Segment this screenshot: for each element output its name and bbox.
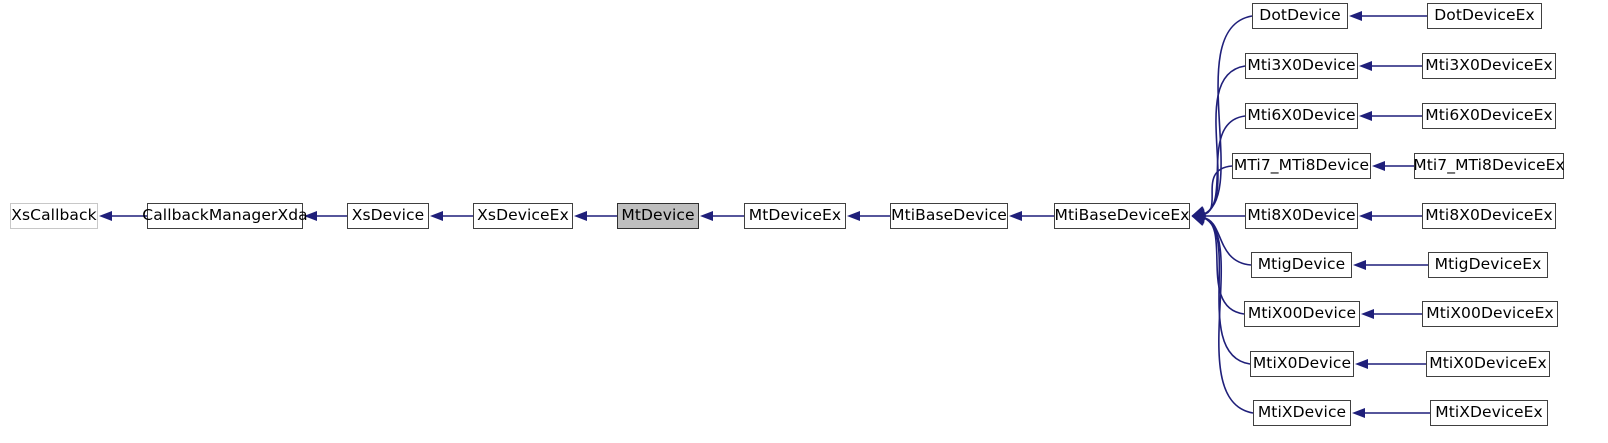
inheritance-edge-mti7_mti8device-to-mtibasedeviceex [1202, 165, 1233, 216]
class-node-mtix00device[interactable]: MtiX00Device [1244, 301, 1360, 327]
class-node-label: Mti3X0DeviceEx [1425, 56, 1553, 75]
class-node-mti3x0deviceex[interactable]: Mti3X0DeviceEx [1422, 53, 1556, 79]
class-node-xscallback[interactable]: XsCallback [10, 203, 98, 229]
class-node-mtixdevice[interactable]: MtiXDevice [1253, 400, 1351, 426]
class-node-mti8x0deviceex[interactable]: Mti8X0DeviceEx [1422, 203, 1556, 229]
inheritance-edge-mtigdevice-to-mtibasedeviceex [1202, 216, 1252, 266]
edge-arrowhead [1372, 161, 1385, 171]
class-node-label: MtiBaseDevice [891, 206, 1007, 225]
class-node-label: DotDeviceEx [1434, 6, 1535, 25]
edge-arrowhead [1192, 208, 1206, 219]
edge-line [1202, 65, 1246, 216]
edge-arrowhead [430, 211, 443, 221]
class-node-xsdeviceex[interactable]: XsDeviceEx [473, 203, 573, 229]
edge-arrowhead [574, 211, 587, 221]
class-node-label: Mti8X0DeviceEx [1425, 206, 1553, 225]
class-node-label: Mti6X0DeviceEx [1425, 106, 1553, 125]
class-node-mti7_mti8device[interactable]: MTi7_MTi8Device [1232, 153, 1371, 179]
class-node-mtibasedevice[interactable]: MtiBaseDevice [890, 203, 1008, 229]
edge-arrowhead [1352, 408, 1365, 418]
class-node-label: MtiX0DeviceEx [1429, 354, 1547, 373]
class-node-mtixdeviceex[interactable]: MtiXDeviceEx [1430, 400, 1548, 426]
edge-arrowhead [304, 211, 317, 221]
edge-line [1202, 216, 1251, 365]
class-node-mti8x0device[interactable]: Mti8X0Device [1245, 203, 1358, 229]
edge-line [1202, 165, 1233, 216]
edge-arrowhead [1009, 211, 1022, 221]
edge-arrowhead [1349, 11, 1362, 21]
edge-arrowhead [1359, 61, 1372, 71]
class-node-dotdeviceex[interactable]: DotDeviceEx [1427, 3, 1542, 29]
class-node-label: DotDevice [1259, 6, 1341, 25]
class-node-mtix0device[interactable]: MtiX0Device [1250, 351, 1354, 377]
class-node-mtigdeviceex[interactable]: MtigDeviceEx [1428, 252, 1548, 278]
class-node-label: Mti3X0Device [1247, 56, 1356, 75]
class-node-xsdevice[interactable]: XsDevice [347, 203, 429, 229]
class-node-label: Mti8X0Device [1247, 206, 1356, 225]
class-node-label: Mti7_MTi8DeviceEx [1413, 156, 1565, 175]
class-node-callbackmanagerxda[interactable]: CallbackManagerXda [142, 203, 308, 229]
inheritance-edge-mti3x0device-to-mtibasedeviceex [1202, 65, 1246, 216]
class-node-label: MtiX00Device [1247, 304, 1357, 323]
class-node-label: MtigDeviceEx [1434, 255, 1542, 274]
class-node-label: CallbackManagerXda [142, 206, 308, 225]
class-node-label: MtigDevice [1257, 255, 1346, 274]
class-node-mtix0deviceex[interactable]: MtiX0DeviceEx [1426, 351, 1550, 377]
class-node-mtdevice[interactable]: MtDevice [617, 203, 699, 229]
class-node-mti6x0device[interactable]: Mti6X0Device [1245, 103, 1358, 129]
class-node-mti3x0device[interactable]: Mti3X0Device [1245, 53, 1358, 79]
edge-arrowhead [1192, 215, 1206, 225]
edge-arrowhead [1359, 111, 1372, 121]
inheritance-edge-mtix00device-to-mtibasedeviceex [1202, 216, 1245, 315]
edge-line [1202, 216, 1252, 266]
class-node-label: Mti6X0Device [1247, 106, 1356, 125]
class-node-mti6x0deviceex[interactable]: Mti6X0DeviceEx [1422, 103, 1556, 129]
edge-arrowhead [1359, 211, 1372, 221]
class-node-mtdeviceex[interactable]: MtDeviceEx [744, 203, 846, 229]
class-node-mtibasedeviceex[interactable]: MtiBaseDeviceEx [1054, 203, 1190, 229]
edge-arrowhead [1192, 216, 1206, 226]
class-node-label: XsDeviceEx [477, 206, 569, 225]
class-node-label: MtiX0Device [1252, 354, 1352, 373]
class-node-label: MtDeviceEx [748, 206, 842, 225]
class-node-label: XsDevice [351, 206, 425, 225]
edge-arrowhead [1192, 206, 1206, 216]
class-node-label: MtDevice [621, 206, 695, 225]
edge-arrowhead [1355, 359, 1368, 369]
edge-arrowhead [99, 211, 112, 221]
inheritance-edge-mtix0device-to-mtibasedeviceex [1202, 216, 1251, 365]
class-node-mtix00deviceex[interactable]: MtiX00DeviceEx [1422, 301, 1558, 327]
class-node-label: MtiXDevice [1257, 403, 1347, 422]
edge-arrowhead [1192, 216, 1206, 226]
edge-arrowhead [700, 211, 713, 221]
class-node-label: MTi7_MTi8Device [1233, 156, 1370, 175]
edge-arrowhead [1361, 309, 1374, 319]
class-node-label: XsCallback [11, 206, 97, 225]
class-node-mtigdevice[interactable]: MtigDevice [1251, 252, 1352, 278]
edge-arrowhead [1192, 206, 1206, 216]
edge-arrowhead [1192, 213, 1206, 224]
edge-arrowhead [1353, 260, 1366, 270]
class-node-label: MtiXDeviceEx [1435, 403, 1543, 422]
edge-arrowhead [1192, 207, 1206, 217]
edge-arrowhead [847, 211, 860, 221]
class-node-label: MtiBaseDeviceEx [1054, 206, 1190, 225]
edge-line [1202, 216, 1245, 315]
class-node-dotdevice[interactable]: DotDevice [1252, 3, 1348, 29]
class-node-mti7_mti8deviceex[interactable]: Mti7_MTi8DeviceEx [1413, 153, 1565, 179]
edge-arrowhead [1191, 211, 1204, 221]
class-node-label: MtiX00DeviceEx [1426, 304, 1554, 323]
